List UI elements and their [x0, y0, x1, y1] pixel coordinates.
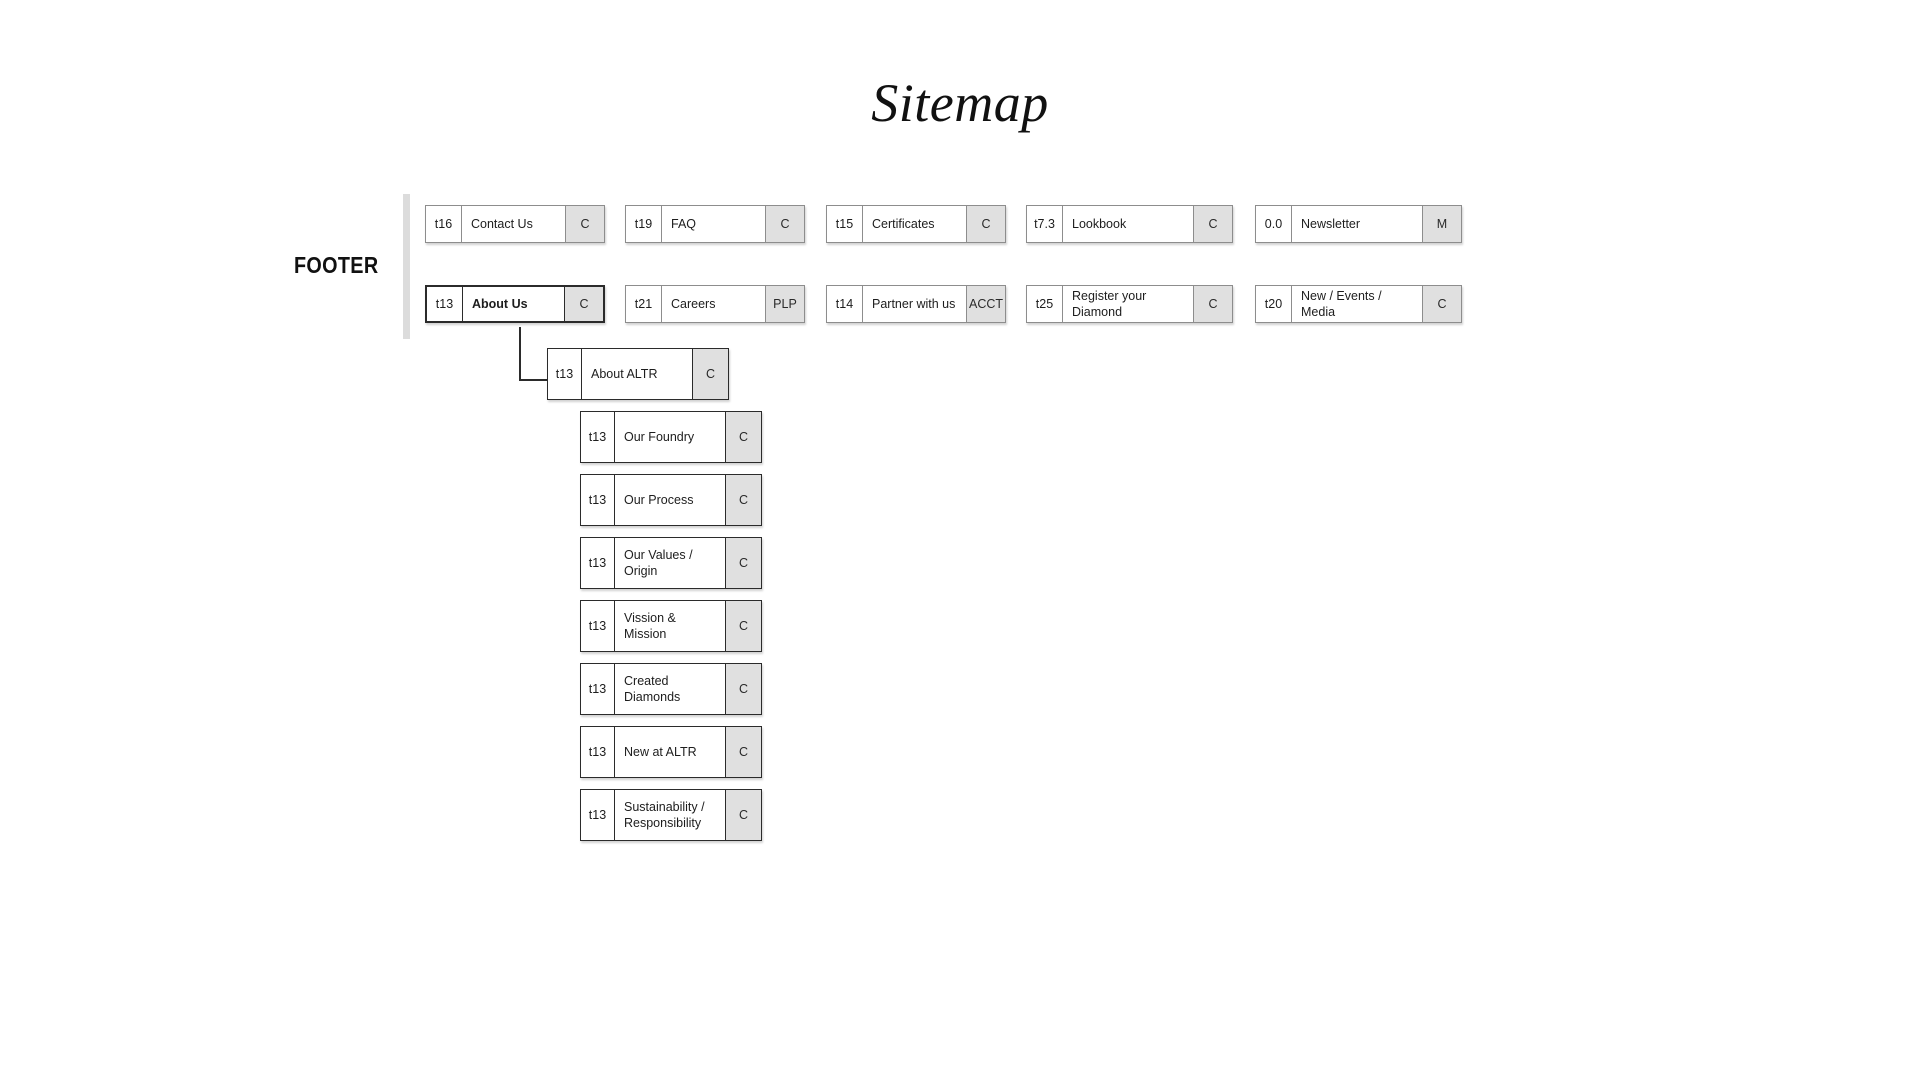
- footer-node-about-us[interactable]: t13 About Us C: [425, 285, 605, 323]
- node-label: Contact Us: [471, 216, 533, 231]
- node-type-badge: C: [725, 475, 761, 525]
- footer-node-contact-us[interactable]: t16 Contact Us C: [425, 205, 605, 243]
- node-type-badge: C: [692, 349, 728, 399]
- node-type-badge: C: [1193, 206, 1232, 242]
- node-label: Created Diamonds: [624, 673, 681, 705]
- node-label: New / Events / Media: [1301, 288, 1382, 320]
- node-id: t13: [581, 664, 615, 714]
- branch-child-vission-mission[interactable]: t13 Vission & Mission C: [580, 600, 762, 652]
- node-type-badge: C: [966, 206, 1005, 242]
- node-id: t13: [581, 475, 615, 525]
- footer-node-register-your-diamond[interactable]: t25 Register your Diamond C: [1026, 285, 1233, 323]
- node-id: t13: [581, 412, 615, 462]
- node-type-badge: C: [725, 412, 761, 462]
- footer-node-newsletter[interactable]: 0.0 Newsletter M: [1255, 205, 1462, 243]
- node-type-badge: C: [725, 727, 761, 777]
- section-group-bar: [403, 194, 410, 339]
- node-type-badge: PLP: [765, 286, 804, 322]
- node-label: Partner with us: [872, 296, 956, 311]
- node-type-badge: ACCT: [966, 286, 1005, 322]
- page-title: Sitemap: [871, 73, 1049, 133]
- node-type-badge: C: [725, 664, 761, 714]
- node-label: Lookbook: [1072, 216, 1127, 231]
- node-type-badge: C: [564, 287, 603, 321]
- node-id: t7.3: [1027, 206, 1063, 242]
- node-id: t20: [1256, 286, 1292, 322]
- branch-child-our-foundry[interactable]: t13 Our Foundry C: [580, 411, 762, 463]
- node-id: t16: [426, 206, 462, 242]
- node-id: t25: [1027, 286, 1063, 322]
- node-label: Vission & Mission: [624, 610, 676, 642]
- branch-child-created-diamonds[interactable]: t13 Created Diamonds C: [580, 663, 762, 715]
- node-id: t13: [581, 790, 615, 840]
- footer-node-partner-with-us[interactable]: t14 Partner with us ACCT: [826, 285, 1006, 323]
- node-id: t21: [626, 286, 662, 322]
- node-type-badge: C: [725, 601, 761, 651]
- node-label: About ALTR: [591, 366, 658, 381]
- node-type-badge: C: [1193, 286, 1232, 322]
- node-label: New at ALTR: [624, 744, 697, 759]
- node-label: Certificates: [872, 216, 935, 231]
- node-id: t13: [581, 727, 615, 777]
- section-label-footer: FOOTER: [294, 252, 379, 278]
- node-label: Sustainability / Responsibility: [624, 799, 705, 831]
- branch-node-about-altr[interactable]: t13 About ALTR C: [547, 348, 729, 400]
- node-type-badge: C: [725, 538, 761, 588]
- node-id: t14: [827, 286, 863, 322]
- node-id: t13: [548, 349, 582, 399]
- footer-node-certificates[interactable]: t15 Certificates C: [826, 205, 1006, 243]
- node-id: t19: [626, 206, 662, 242]
- node-label: Register your Diamond: [1072, 288, 1147, 320]
- footer-node-careers[interactable]: t21 Careers PLP: [625, 285, 805, 323]
- node-label: FAQ: [671, 216, 697, 231]
- node-label: Our Values / Origin: [624, 547, 693, 579]
- node-type-badge: C: [725, 790, 761, 840]
- node-label: Newsletter: [1301, 216, 1361, 231]
- node-id: t15: [827, 206, 863, 242]
- node-id: t13: [581, 601, 615, 651]
- node-id: t13: [581, 538, 615, 588]
- node-label: About Us: [472, 296, 528, 311]
- node-id: t13: [427, 287, 463, 321]
- node-label: Our Process: [624, 492, 694, 507]
- node-type-badge: M: [1422, 206, 1461, 242]
- footer-node-new-events-media[interactable]: t20 New / Events / Media C: [1255, 285, 1462, 323]
- footer-node-faq[interactable]: t19 FAQ C: [625, 205, 805, 243]
- footer-node-lookbook[interactable]: t7.3 Lookbook C: [1026, 205, 1233, 243]
- node-type-badge: C: [565, 206, 604, 242]
- node-type-badge: C: [1422, 286, 1461, 322]
- node-label: Our Foundry: [624, 429, 695, 444]
- branch-child-our-values-origin[interactable]: t13 Our Values / Origin C: [580, 537, 762, 589]
- node-type-badge: C: [765, 206, 804, 242]
- branch-child-sustainability-responsibility[interactable]: t13 Sustainability / Responsibility C: [580, 789, 762, 841]
- node-id: 0.0: [1256, 206, 1292, 242]
- branch-child-our-process[interactable]: t13 Our Process C: [580, 474, 762, 526]
- branch-child-new-at-altr[interactable]: t13 New at ALTR C: [580, 726, 762, 778]
- node-label: Careers: [671, 296, 716, 311]
